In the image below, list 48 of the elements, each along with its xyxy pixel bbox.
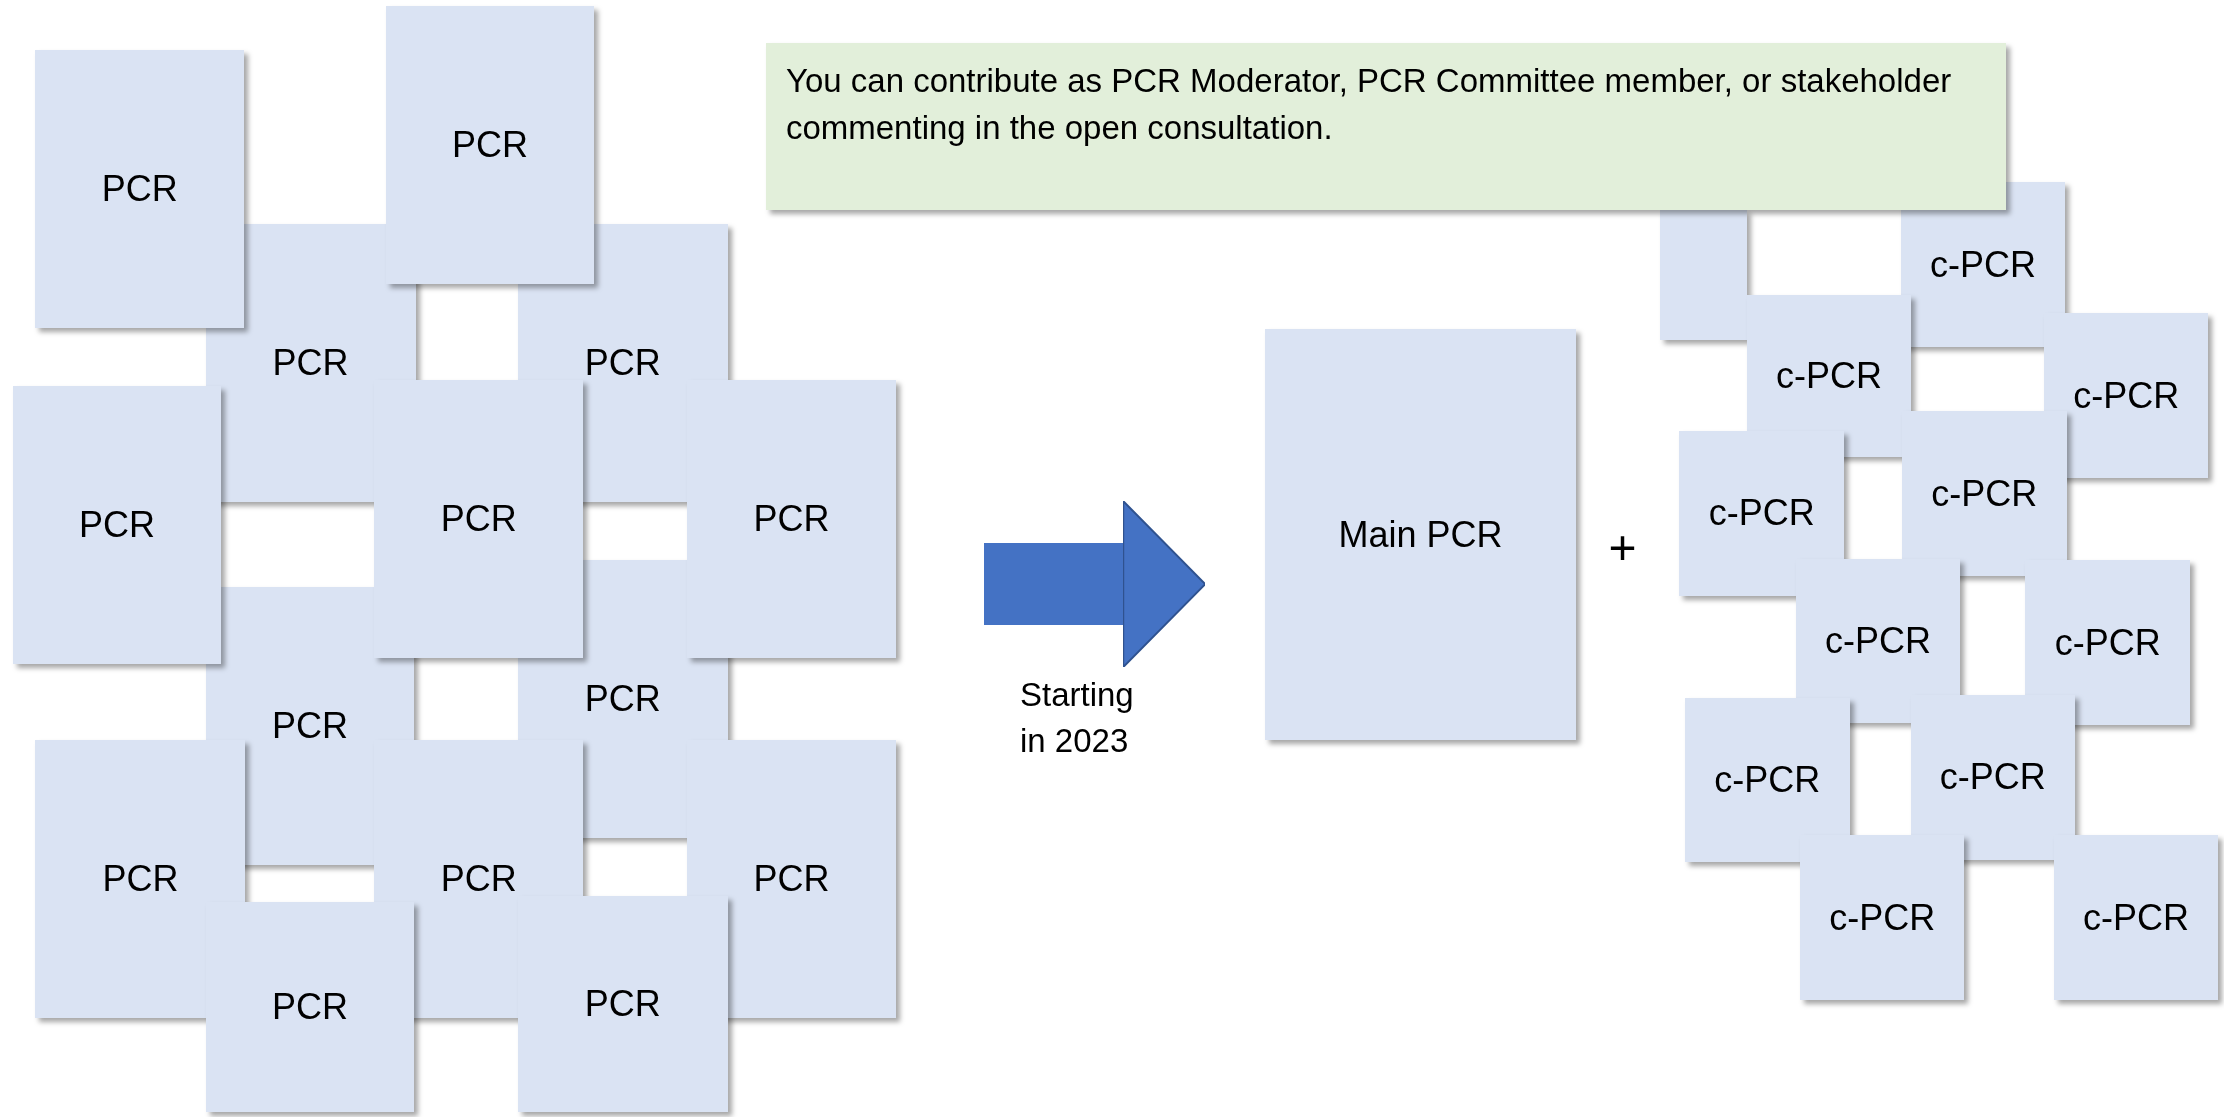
box-label: c-PCR — [2083, 896, 2190, 939]
box-label: PCR — [584, 342, 661, 385]
box-label: c-PCR — [1929, 243, 2036, 286]
box-label: PCR — [101, 167, 178, 210]
document-box — [1902, 411, 2067, 576]
box-label: PCR — [584, 678, 661, 721]
box-label: c-PCR — [1931, 472, 2038, 515]
box-label: PCR — [753, 858, 830, 901]
box-label: PCR — [584, 983, 661, 1026]
box-label: PCR — [440, 498, 517, 541]
box-label: PCR — [79, 503, 155, 546]
document-box — [35, 740, 246, 1019]
block-arrow — [984, 500, 1207, 669]
box-label: PCR — [753, 498, 830, 541]
document-box — [686, 380, 897, 659]
document-box — [2043, 313, 2209, 478]
box-label: c-PCR — [1776, 354, 1882, 397]
note-box — [765, 42, 2006, 210]
document-box — [12, 385, 222, 664]
box-label: PCR — [272, 342, 349, 385]
box-label: c-PCR — [1939, 756, 2046, 799]
box-label: c-PCR — [1714, 759, 1821, 802]
box-label: PCR — [271, 705, 348, 748]
document-box — [1265, 329, 1576, 741]
document-box — [2025, 560, 2190, 725]
document-box — [1679, 431, 1844, 596]
document-box — [1910, 695, 2076, 860]
box-label: PCR — [440, 858, 517, 901]
box-label: c-PCR — [1824, 620, 1931, 663]
box-label: c-PCR — [1708, 492, 1815, 535]
document-box — [385, 5, 595, 284]
box-label: c-PCR — [1829, 896, 1936, 939]
document-box — [35, 49, 244, 328]
document-box — [1685, 697, 1850, 863]
document-box — [686, 740, 897, 1019]
box-label: c-PCR — [2073, 374, 2180, 417]
box-label: PCR — [452, 123, 529, 166]
document-box — [1659, 209, 1748, 341]
plus-sign: + — [1608, 524, 1637, 571]
box-label: PCR — [102, 858, 179, 901]
document-box — [1799, 835, 1965, 1000]
edge-label: Starting in 2023 — [1020, 675, 1135, 762]
document-box — [205, 902, 415, 1112]
document-box — [2053, 835, 2219, 1000]
box-label: c-PCR — [2054, 621, 2161, 664]
box-label: PCR — [271, 986, 348, 1029]
note-text: You can contribute as PCR Moderator, PCR Committee member, or stakeholder commenting in the open consultation. — [785, 61, 1952, 146]
box-label: Main PCR — [1338, 513, 1503, 556]
